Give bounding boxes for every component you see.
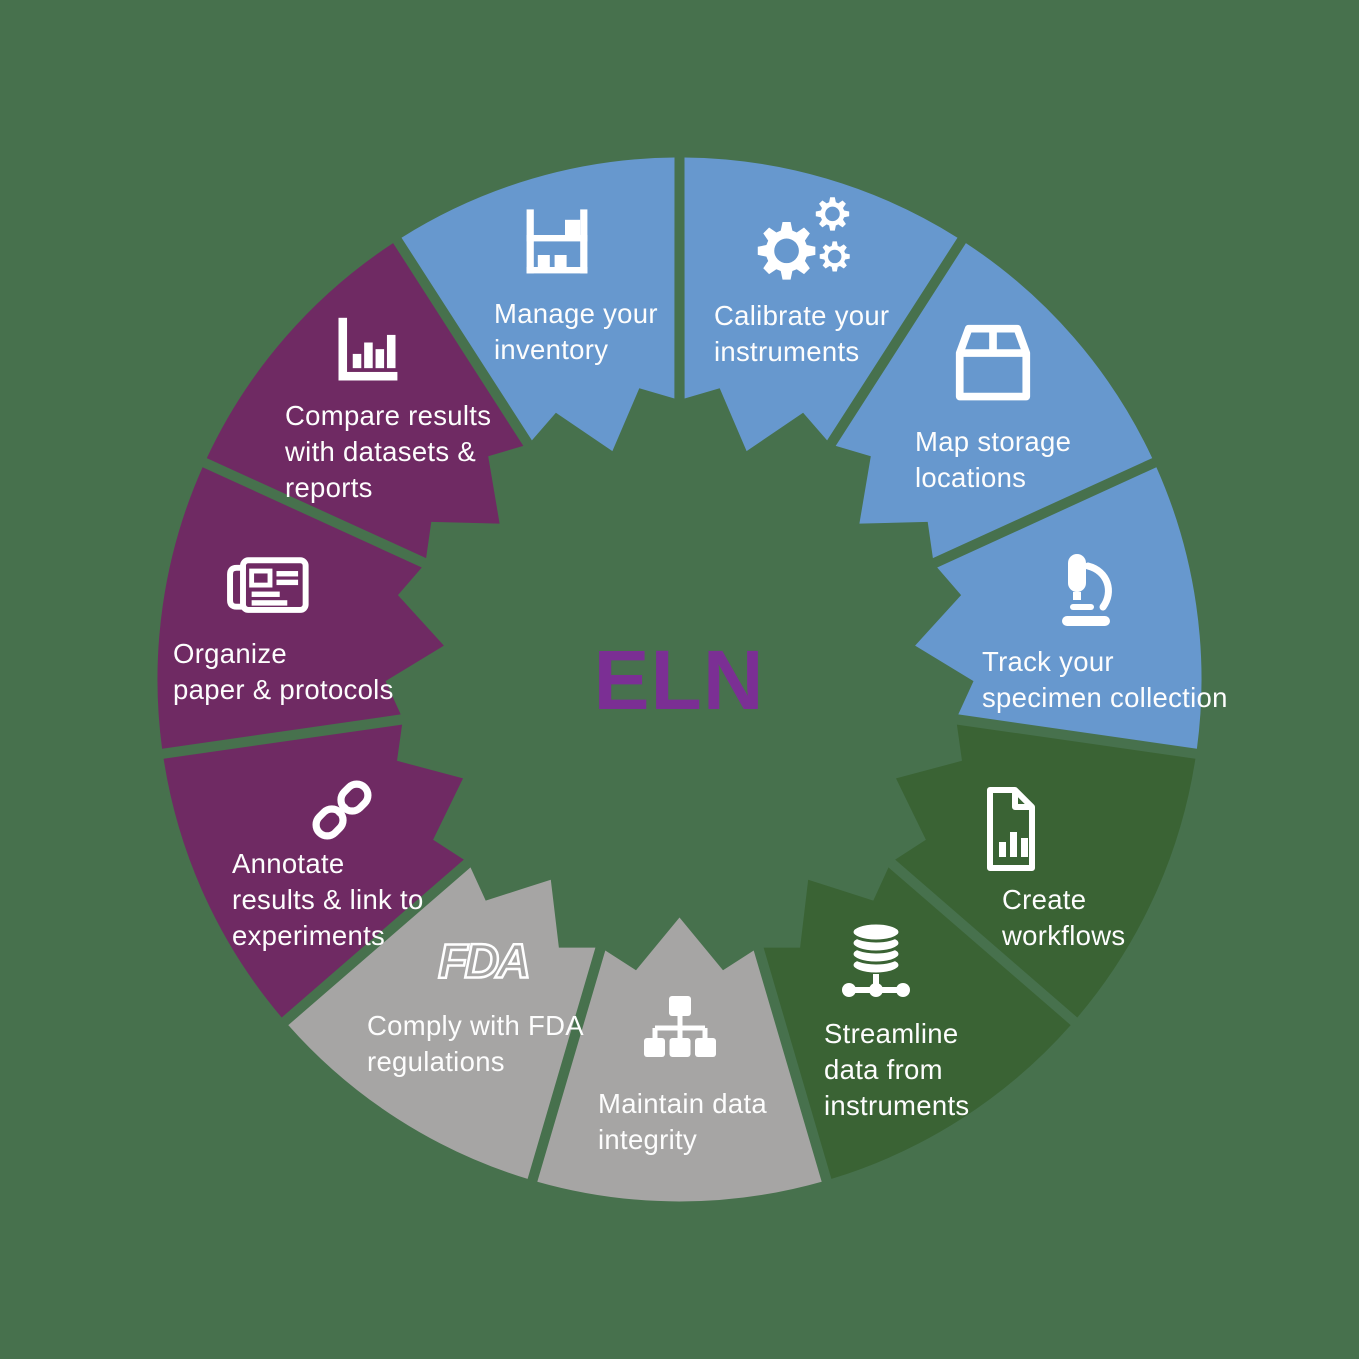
bar-chart-icon: [338, 317, 398, 381]
segment-comply: FDA Comply with FDA regulations: [288, 867, 596, 1179]
segment-streamline-label: Streamline data from instruments: [824, 1018, 969, 1121]
document-chart-icon: [987, 787, 1035, 871]
label-line: locations: [915, 462, 1026, 493]
segment-map: Map storage locations: [835, 243, 1153, 559]
label-line: Track your: [982, 646, 1114, 677]
label-line: experiments: [232, 920, 385, 951]
segment-map-wedge: [835, 243, 1153, 559]
label-line: paper & protocols: [173, 674, 394, 705]
label-line: Manage your: [494, 298, 658, 329]
label-line: regulations: [367, 1046, 505, 1077]
segment-streamline: Streamline data from instruments: [763, 867, 1071, 1179]
database-network-icon: [842, 921, 910, 997]
segment-calibrate-wedge: [684, 157, 958, 452]
segment-calibrate-label: Calibrate your instruments: [714, 300, 889, 367]
label-line: results & link to: [232, 884, 424, 915]
label-line: reports: [285, 472, 373, 503]
segment-maintain-label: Maintain data integrity: [598, 1088, 767, 1155]
segment-manage-label: Manage your inventory: [494, 298, 658, 365]
segment-comply-wedge: [288, 867, 596, 1179]
sitemap-icon: [644, 996, 716, 1057]
inventory-shelf-icon: [526, 209, 588, 274]
segment-map-label: Map storage locations: [915, 426, 1071, 493]
label-line: Map storage: [915, 426, 1071, 457]
label-line: integrity: [598, 1124, 697, 1155]
gears-icon: [757, 197, 850, 280]
segment-manage: Manage your inventory: [401, 157, 675, 452]
center-label: ELN: [594, 633, 765, 727]
chain-link-icon: [312, 780, 372, 840]
label-line: Maintain data: [598, 1088, 767, 1119]
segment-create-label: Create workflows: [1001, 884, 1125, 951]
label-line: specimen collection: [982, 682, 1228, 713]
label-line: Comply with FDA: [367, 1010, 584, 1041]
label-line: Calibrate your: [714, 300, 889, 331]
segment-track-wedge: [915, 467, 1202, 749]
segment-manage-wedge: [401, 157, 675, 452]
storage-box-icon: [955, 324, 1031, 401]
label-line: workflows: [1001, 920, 1125, 951]
label-line: Streamline: [824, 1018, 958, 1049]
newspaper-icon: [227, 557, 309, 613]
segment-annotate: Annotate results & link to experiments: [163, 724, 464, 1018]
segment-create: Create workflows: [895, 724, 1196, 1018]
segment-organize-label: Organize paper & protocols: [173, 638, 394, 705]
label-line: Compare results: [285, 400, 491, 431]
segment-maintain: Maintain data integrity: [537, 917, 822, 1202]
fda-logo-icon: FDA: [437, 933, 533, 990]
label-line: instruments: [824, 1090, 969, 1121]
segment-maintain-wedge: [537, 917, 822, 1202]
label-line: inventory: [494, 334, 608, 365]
segment-create-wedge: [895, 724, 1196, 1018]
segment-annotate-label: Annotate results & link to experiments: [232, 848, 424, 951]
label-line: Organize: [173, 638, 287, 669]
segment-compare: Compare results with datasets & reports: [206, 243, 524, 559]
segment-annotate-wedge: [163, 724, 464, 1018]
segment-calibrate: Calibrate your instruments: [684, 157, 958, 452]
segment-organize: Organize paper & protocols: [157, 467, 444, 749]
segment-compare-wedge: [206, 243, 524, 559]
segment-track: Track your specimen collection: [915, 467, 1228, 749]
svg-text:FDA: FDA: [438, 935, 528, 989]
segment-track-label: Track your specimen collection: [982, 646, 1228, 713]
microscope-icon: [1062, 554, 1112, 626]
label-line: Create: [1002, 884, 1086, 915]
segment-compare-label: Compare results with datasets & reports: [284, 400, 491, 503]
label-line: instruments: [714, 336, 859, 367]
segment-streamline-wedge: [763, 867, 1071, 1179]
label-line: data from: [824, 1054, 943, 1085]
segment-comply-label: Comply with FDA regulations: [367, 1010, 584, 1077]
label-line: Annotate: [232, 848, 345, 879]
label-line: with datasets &: [284, 436, 476, 467]
